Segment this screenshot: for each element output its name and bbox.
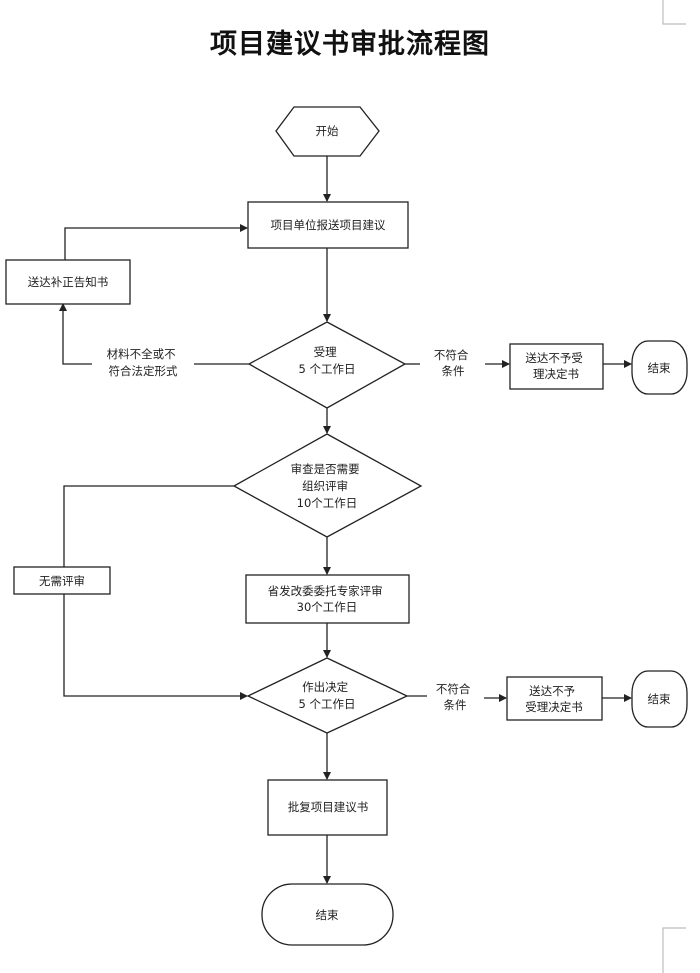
submit-node: [247, 201, 409, 249]
reject-notice-2-node: [506, 676, 603, 721]
correction-notice-node: [5, 259, 131, 305]
end-1-label: 结束: [648, 361, 671, 375]
decision-node: [246, 657, 409, 734]
approve-label: 批复项目建议书: [288, 800, 369, 814]
reject-notice-2-label: 送达不予 受理决定书: [525, 684, 583, 714]
accept-label: 受理 5 个工作日: [299, 345, 356, 376]
edge-review-noreview: [63, 485, 234, 567]
page-title: 项目建议书审批流程图: [210, 29, 490, 60]
expert-review-node: [245, 574, 410, 624]
no-review-label: 无需评审: [39, 574, 85, 588]
end-1-node: [631, 340, 688, 395]
correction-notice-label: 送达补正告知书: [28, 275, 109, 289]
page-corner-mark-bottom: [662, 927, 686, 973]
decision-label: 作出决定 5 个工作日: [299, 680, 356, 711]
incomplete-edge-label: 材料不全或不 符合法定形式: [107, 347, 180, 378]
edge-correction-submit: [64, 224, 248, 260]
edge-incomplete-correction: [59, 303, 92, 365]
end-final-label: 结束: [316, 908, 339, 922]
edge-noreview-decision: [63, 594, 248, 700]
not-qualified-1-edge-label: 不符合 条件: [434, 348, 472, 378]
accept-decision-node: [247, 321, 407, 409]
start-label: 开始: [316, 124, 339, 138]
end-2-label: 结束: [648, 692, 671, 706]
approve-node: [267, 779, 388, 836]
review-check-decision-node: [232, 433, 423, 538]
expert-review-label: 省发改委委托专家评审 30个工作日: [268, 584, 387, 614]
submit-label: 项目单位报送项目建议: [271, 218, 386, 232]
review-check-label: 审查是否需要 组织评审 10个工作日: [291, 462, 364, 510]
no-review-node: [13, 566, 111, 595]
end-2-node: [631, 670, 688, 728]
start-node: [275, 106, 380, 157]
edges: [59, 156, 632, 884]
reject-notice-1-node: [509, 343, 604, 390]
not-qualified-2-edge-label: 不符合 条件: [436, 682, 474, 712]
page-corner-mark-top: [662, 0, 686, 25]
end-final-node: [261, 883, 394, 946]
reject-notice-1-label: 送达不予受 理决定书: [525, 351, 586, 381]
